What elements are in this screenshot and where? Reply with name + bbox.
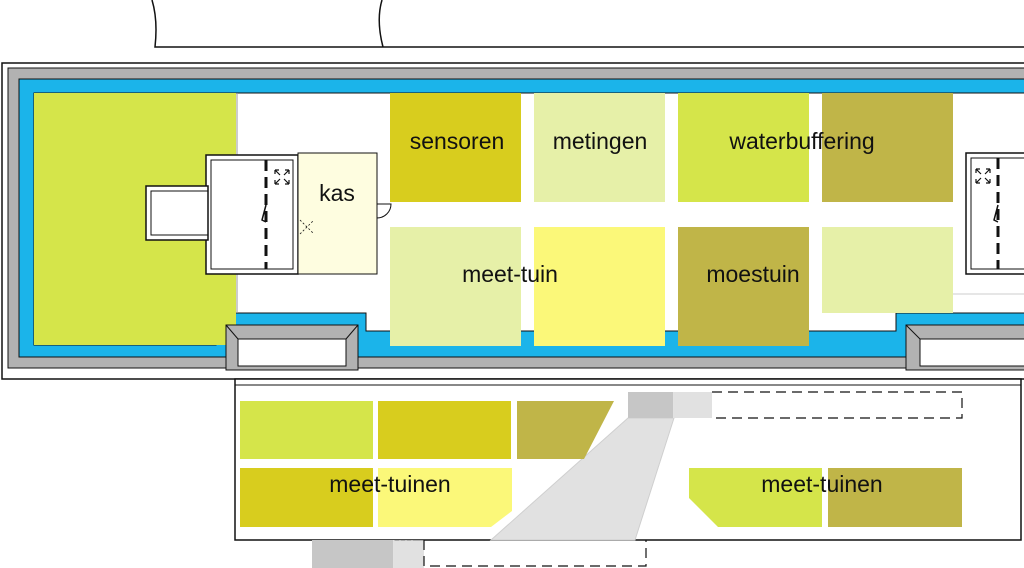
plot-pale-right <box>822 227 953 313</box>
expand-arrows-icon <box>975 168 991 184</box>
stairs-bottom <box>312 540 394 568</box>
upper-dashed-outline <box>712 391 963 419</box>
plot-lower-3 <box>517 401 614 459</box>
lower-dashed-outline <box>423 540 647 567</box>
plot-waterbuffering-a <box>678 93 809 202</box>
stair-house-right <box>965 152 1024 275</box>
stairs-top-treads <box>674 392 712 418</box>
plot-lower-2 <box>378 401 511 459</box>
plot-lower-5 <box>378 468 512 527</box>
neighbour-building-outline <box>151 0 1024 48</box>
plot-lower-6 <box>689 468 822 527</box>
door-swing-icon <box>376 203 392 219</box>
label-moestuin: moestuin <box>706 261 799 287</box>
label-meet-tuin: meet-tuin <box>462 261 558 287</box>
stairs-bottom-treads <box>394 540 424 568</box>
label-waterbuffering: waterbuffering <box>728 128 874 154</box>
plot-sensoren <box>390 93 521 202</box>
greenhouse-kas <box>297 152 378 275</box>
stair-house-left <box>145 154 299 275</box>
plot-meet-tuin-a <box>390 227 521 346</box>
plot-lower-7 <box>828 468 962 527</box>
expand-arrows-icon <box>274 169 290 185</box>
plot-lower-4 <box>240 468 373 527</box>
bridge-right <box>905 324 1024 371</box>
plot-metingen <box>534 93 665 202</box>
stairs-top <box>628 392 674 418</box>
plot-lower-1 <box>240 401 373 459</box>
label-kas: kas <box>319 180 355 206</box>
bridge-left <box>225 324 359 371</box>
label-meet-tuinen-left: meet-tuinen <box>329 471 450 497</box>
plot-waterbuffering-b <box>822 93 953 202</box>
door-swing-icon <box>299 219 315 235</box>
plot-moestuin <box>678 227 809 346</box>
label-meet-tuinen-right: meet-tuinen <box>761 471 882 497</box>
label-metingen: metingen <box>553 128 648 154</box>
label-sensoren: sensoren <box>410 128 505 154</box>
plot-meet-tuin-b <box>534 227 665 346</box>
